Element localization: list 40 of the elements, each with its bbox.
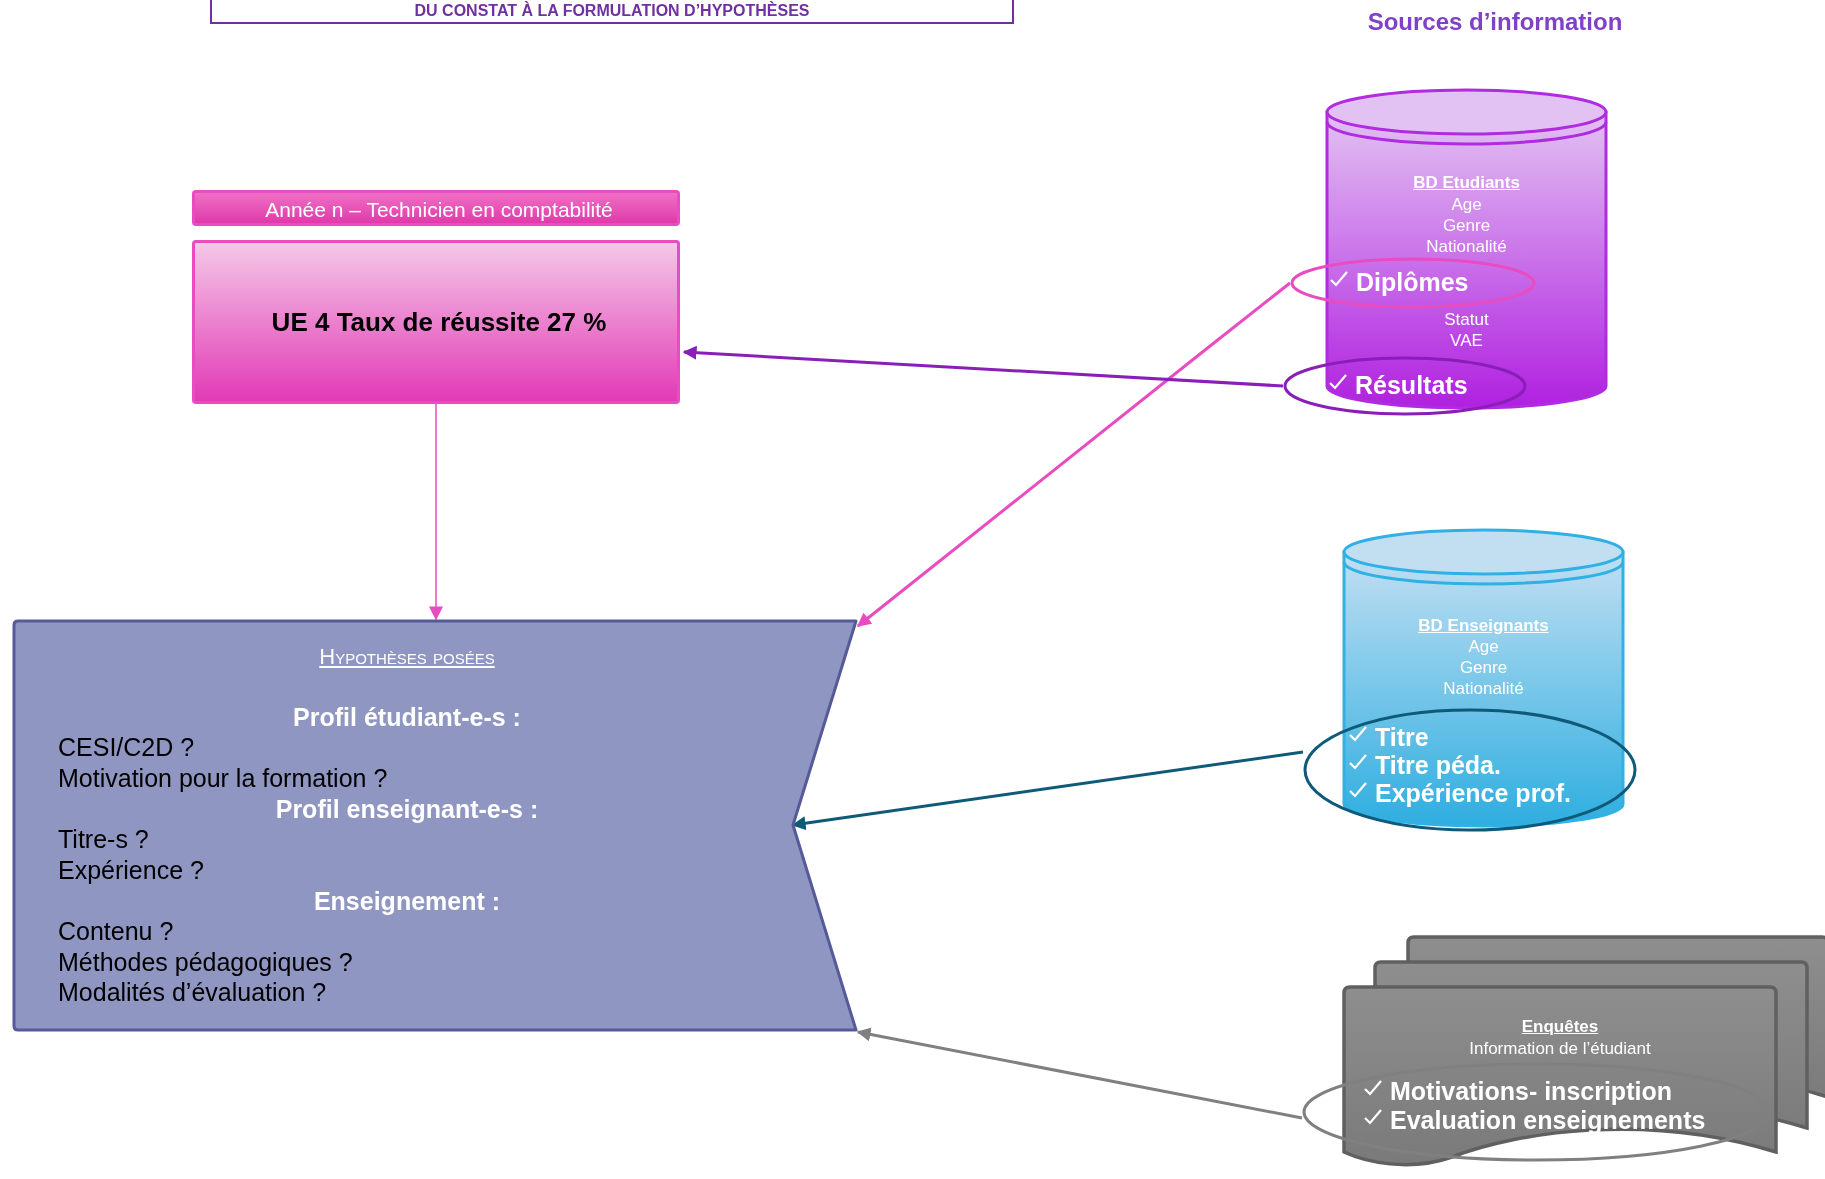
field-text: VAE xyxy=(1449,330,1484,351)
question-text: Modalités d’évaluation ? xyxy=(58,978,327,1007)
heading: Hypothèses posées xyxy=(318,643,496,670)
arrow xyxy=(856,1027,1303,1120)
section-heading: Profil enseignant-e-s : xyxy=(274,795,540,824)
field-text: Titre xyxy=(1375,723,1429,752)
survey-text: Information de l’étudiant xyxy=(1468,1038,1652,1059)
arrow xyxy=(429,403,443,621)
field-text: Titre péda. xyxy=(1375,751,1501,780)
field-text: Diplômes xyxy=(1356,268,1469,297)
field-text: Genre xyxy=(1458,657,1509,678)
database-title: Enquêtes xyxy=(1520,1016,1600,1037)
database-title: BD Etudiants xyxy=(1412,172,1521,193)
question-text: Contenu ? xyxy=(58,917,174,946)
field-text: Expérience prof. xyxy=(1375,779,1571,808)
field-text: Evaluation enseignements xyxy=(1390,1106,1706,1135)
result-text: UE 4 Taux de réussite 27 % xyxy=(270,308,608,339)
section-heading: Enseignement : xyxy=(312,887,502,916)
header-band xyxy=(192,190,680,226)
section-heading: Sources d’information xyxy=(1366,8,1624,36)
question-text: Motivation pour la formation ? xyxy=(58,764,388,793)
database-title: BD Enseignants xyxy=(1417,615,1550,636)
header-text: Année n – Technicien en comptabilité xyxy=(264,198,614,223)
field-text: Nationalité xyxy=(1425,236,1508,257)
result-box xyxy=(192,240,680,404)
question-text: CESI/C2D ? xyxy=(58,733,195,762)
field-text: Age xyxy=(1450,194,1483,215)
field-text: Nationalité xyxy=(1442,678,1525,699)
field-text: Motivations- inscription xyxy=(1390,1077,1672,1106)
question-text: Méthodes pédagogiques ? xyxy=(58,948,353,977)
arrow xyxy=(682,345,1284,388)
field-text: Genre xyxy=(1441,215,1492,236)
title: DU CONSTAT À LA FORMULATION D’HYPOTHÈSES xyxy=(413,2,811,21)
field-text: Age xyxy=(1467,636,1500,657)
field-text: Résultats xyxy=(1355,371,1468,400)
section-heading: Profil étudiant-e-s : xyxy=(292,703,522,732)
question-text: Expérience ? xyxy=(58,856,204,885)
field-text: Statut xyxy=(1443,309,1490,330)
question-text: Titre-s ? xyxy=(58,825,149,854)
arrow xyxy=(856,281,1291,628)
